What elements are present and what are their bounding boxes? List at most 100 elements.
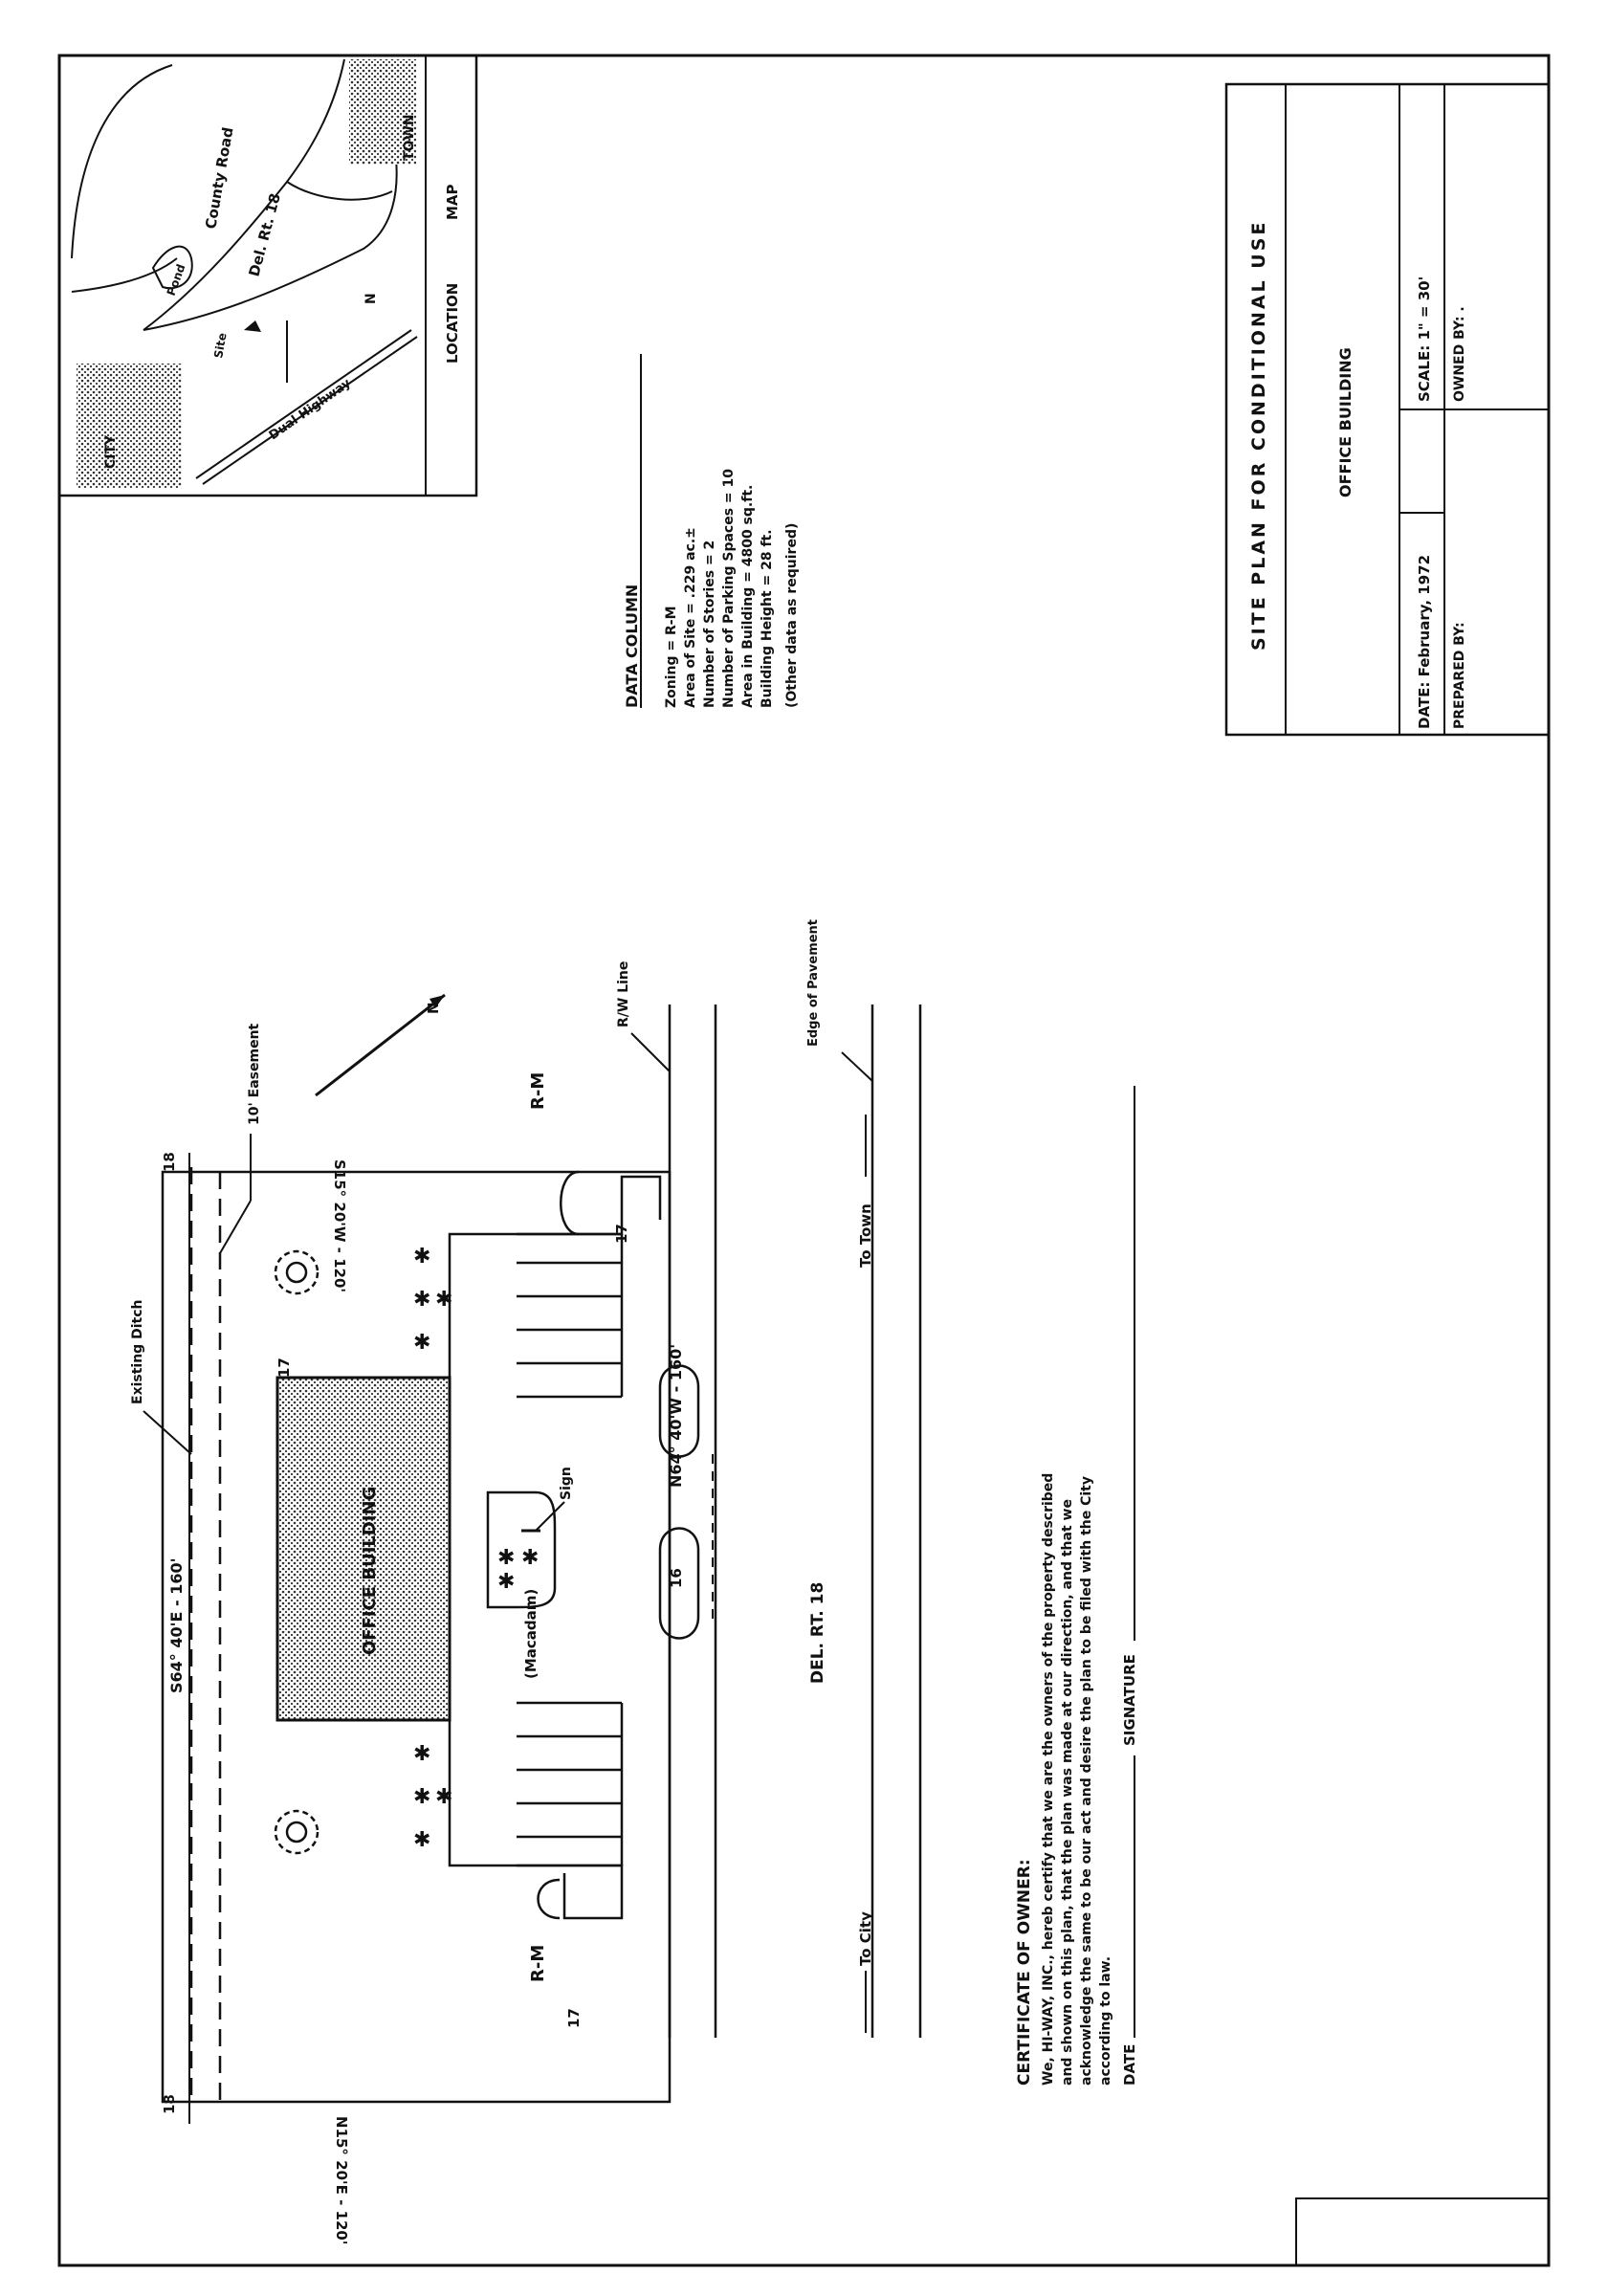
certificate-line-3: acknowledge the same to be our act and d…: [1079, 1476, 1094, 2086]
title-block-scale: SCALE: 1" = 30': [1416, 276, 1433, 402]
data-column-line-7: (Other data as required): [784, 523, 800, 708]
map-pond: [151, 245, 193, 290]
map-label-county-road: County Road: [202, 126, 236, 231]
elevation-top-left: 18: [161, 2094, 178, 2114]
location-map: LOCATION MAP N County Road Del. Rt. 18 T…: [57, 54, 478, 497]
map-label-pond: Pond: [165, 262, 188, 298]
location-map-caption-right: MAP: [444, 184, 461, 220]
data-column-line-2: Area of Site = .229 ac.±: [683, 527, 698, 708]
map-label-highway: Dual Highway: [267, 376, 354, 443]
parking-stalls-right: [517, 1232, 622, 1399]
shrub-icon: ✱: [521, 1546, 539, 1570]
data-column-line-1: Zoning = R-M: [664, 606, 679, 708]
location-map-frame: [57, 54, 478, 497]
parking-stalls-left: [517, 1701, 622, 1867]
office-building-label: OFFICE BUILDING: [360, 1487, 380, 1655]
sheet-border: [57, 54, 1551, 2267]
certificate-heading: CERTIFICATE OF OWNER:: [1015, 1859, 1034, 2086]
data-column-heading: DATA COLUMN: [623, 585, 641, 708]
owner-certificate: CERTIFICATE OF OWNER: We, HI-WAY, INC., …: [1015, 1086, 1138, 2086]
elevation-lot-left: 17: [565, 2008, 583, 2028]
title-block: SITE PLAN FOR CONDITIONAL USE OFFICE BUI…: [1224, 82, 1551, 737]
entrance-lot-curb-left: [537, 1878, 561, 1920]
sign-label: Sign: [559, 1467, 574, 1500]
map-site-marker: [244, 320, 261, 332]
data-column-line-5: Area in Building = 4800 sq.ft.: [740, 485, 756, 708]
location-map-caption-left: LOCATION: [444, 283, 461, 364]
data-column-line-3: Number of Stories = 2: [702, 541, 717, 708]
rw-leader: [630, 1032, 671, 1072]
north-arrow-label: N: [425, 1002, 442, 1014]
sign-island: [486, 1490, 557, 1609]
shrub-icon: ✱: [435, 1785, 452, 1809]
zoning-label-right: R-M: [528, 1072, 548, 1110]
map-road-branch: [71, 181, 393, 293]
map-road-county-2: [143, 58, 345, 331]
office-building: [275, 1376, 452, 1722]
shrubs: ✱ ✱ ✱ ✱ ✱ ✱ ✱ ✱ ✱ ✱ ✱: [413, 1245, 539, 1852]
map-road-rt18: [143, 143, 398, 331]
shrub-icon: ✱: [435, 1288, 452, 1312]
tree-icon: [285, 1261, 308, 1284]
certificate-date-label: DATE: [1121, 2044, 1138, 2086]
data-column-line-6: Building Height = 28 ft.: [760, 529, 775, 708]
map-road-county: [71, 64, 173, 259]
shrub-icon: ✱: [413, 1288, 430, 1312]
road: R/W Line Edge of Pavement DEL. RT. 18 To…: [616, 919, 922, 2038]
title-block-date: DATE: February, 1972: [1416, 555, 1433, 729]
existing-ditch-label: Existing Ditch: [130, 1300, 145, 1404]
rw-line-label: R/W Line: [616, 961, 631, 1027]
title-block-prepared-by: PREPARED BY:: [1452, 622, 1467, 729]
sign-leader: [535, 1501, 565, 1532]
pavement-leader: [841, 1051, 873, 1082]
map-label-city: CITY: [103, 434, 119, 469]
bottom-bearing-label: N64° 40'W - 160': [667, 1344, 685, 1488]
data-column: DATA COLUMN Zoning = R-M Area of Site = …: [623, 354, 800, 708]
trees: [274, 1249, 319, 1855]
easement-leader: [219, 1200, 252, 1254]
parking-lot-outline: [448, 1175, 662, 1920]
shrub-icon: ✱: [413, 1742, 430, 1766]
map-road-dual-hwy-2: [202, 336, 418, 485]
shrub-icon: ✱: [497, 1570, 515, 1594]
title-block-owned-by: OWNED BY: .: [1452, 306, 1467, 402]
tree-icon: [274, 1249, 319, 1295]
road-name-label: DEL. RT. 18: [808, 1582, 827, 1684]
north-arrow-head: [430, 995, 445, 1008]
map-label-del-rt: Del. Rt. 18: [245, 191, 283, 278]
certificate-line-2: and shown on this plan, that the plan wa…: [1060, 1499, 1075, 2086]
macadam-label: (Macadam): [522, 1589, 540, 1679]
revision-box: [1295, 2197, 1550, 2266]
tree-icon: [285, 1821, 308, 1843]
data-column-line-4: Number of Parking Spaces = 10: [721, 469, 737, 708]
zoning-label-left: R-M: [528, 1945, 548, 1982]
entrance-lot-curb-right: [560, 1170, 580, 1236]
to-city-label: To City: [857, 1911, 874, 1966]
ditch-leader: [143, 1410, 192, 1455]
certificate-signature-label: SIGNATURE: [1121, 1654, 1138, 1746]
site-plan: 10' Easement Existing Ditch S64° 40'E - …: [130, 993, 714, 2244]
certificate-line-4: according to law.: [1098, 1956, 1113, 2086]
right-bearing-label: S15° 20'W - 120': [331, 1159, 348, 1292]
shrub-icon: ✱: [413, 1785, 430, 1809]
map-city-hatch: [77, 364, 182, 488]
elevation-entry: 16: [668, 1568, 685, 1588]
title-block-subtitle: OFFICE BUILDING: [1336, 347, 1355, 497]
left-bearing-label: N15° 20'E - 120': [333, 2116, 350, 2244]
easement-label: 10' Easement: [247, 1023, 262, 1125]
to-town-label: To Town: [857, 1203, 874, 1268]
certificate-line-1: We, HI-WAY, INC., hereb certify that we …: [1041, 1473, 1056, 2086]
shrub-icon: ✱: [413, 1245, 430, 1269]
shrub-icon: ✱: [497, 1546, 515, 1570]
map-label-town: TOWN: [402, 114, 417, 161]
tree-icon: [274, 1809, 319, 1855]
map-north-label: N: [363, 293, 379, 304]
map-road-dual-hwy: [195, 329, 412, 479]
elevation-top-right: 18: [161, 1152, 178, 1172]
elevation-building-right: 17: [275, 1358, 293, 1378]
north-arrow-line: [315, 993, 446, 1097]
top-bearing-label: S64° 40'E - 160': [167, 1557, 186, 1693]
edge-of-pavement-label: Edge of Pavement: [806, 919, 821, 1047]
map-town-hatch: [349, 59, 416, 165]
